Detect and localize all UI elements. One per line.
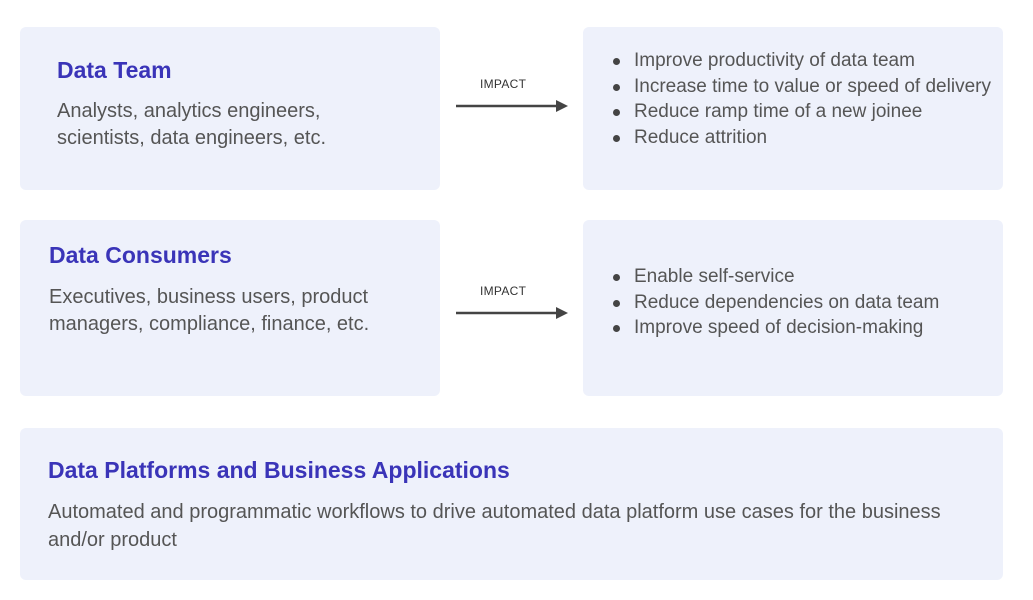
bullet-icon: [613, 325, 620, 332]
data-consumers-title: Data Consumers: [49, 242, 232, 268]
bullet-icon: [613, 83, 620, 91]
data-consumers-impact-label: IMPACT: [480, 284, 527, 298]
impact-text: Enable self-service: [634, 266, 795, 287]
data-team-impacts-list: Improve productivity of data team Increa…: [609, 48, 994, 150]
list-item: Improve speed of decision-making: [609, 315, 999, 341]
bullet-icon: [613, 109, 620, 116]
impact-text: Improve productivity of data team: [634, 50, 915, 71]
impact-text: Reduce attrition: [634, 126, 768, 148]
data-platforms-title: Data Platforms and Business Applications: [48, 457, 510, 483]
list-item: Improve productivity of data team: [609, 48, 994, 74]
list-item: Reduce dependencies on data team: [609, 290, 999, 316]
impact-text: Increase time to value or speed of deliv…: [634, 75, 991, 97]
list-item: Reduce ramp time of a new joinee: [609, 99, 994, 125]
list-item: Increase time to value or speed of deliv…: [609, 74, 994, 100]
bullet-icon: [613, 299, 620, 307]
list-item: Reduce attrition: [609, 125, 994, 151]
impact-text: Reduce ramp time of a new joinee: [634, 101, 923, 122]
data-team-impact-arrow: [456, 100, 568, 112]
bullet-icon: [613, 58, 620, 65]
data-consumers-box: Data Consumers Executives, business user…: [20, 220, 440, 396]
data-team-impact-label: IMPACT: [480, 77, 527, 91]
data-team-description: Analysts, analytics engineers, scientist…: [57, 100, 327, 149]
data-platforms-description: Automated and programmatic workflows to …: [48, 501, 941, 551]
data-consumers-description: Executives, business users, product mana…: [49, 286, 370, 335]
impact-text: Reduce dependencies on data team: [634, 291, 940, 313]
bullet-icon: [613, 274, 620, 281]
impact-text: Improve speed of decision-making: [634, 317, 924, 338]
data-platforms-box: Data Platforms and Business Applications…: [20, 428, 1003, 580]
bullet-icon: [613, 134, 620, 142]
data-team-box: Data Team Analysts, analytics engineers,…: [20, 27, 440, 190]
data-consumers-impacts-list: Enable self-service Reduce dependencies …: [609, 264, 999, 341]
data-consumers-impact-arrow: [456, 307, 568, 319]
data-team-title: Data Team: [57, 57, 172, 83]
data-consumers-impacts-box: Enable self-service Reduce dependencies …: [583, 220, 1003, 396]
data-team-impacts-box: Improve productivity of data team Increa…: [583, 27, 1003, 190]
list-item: Enable self-service: [609, 264, 999, 290]
